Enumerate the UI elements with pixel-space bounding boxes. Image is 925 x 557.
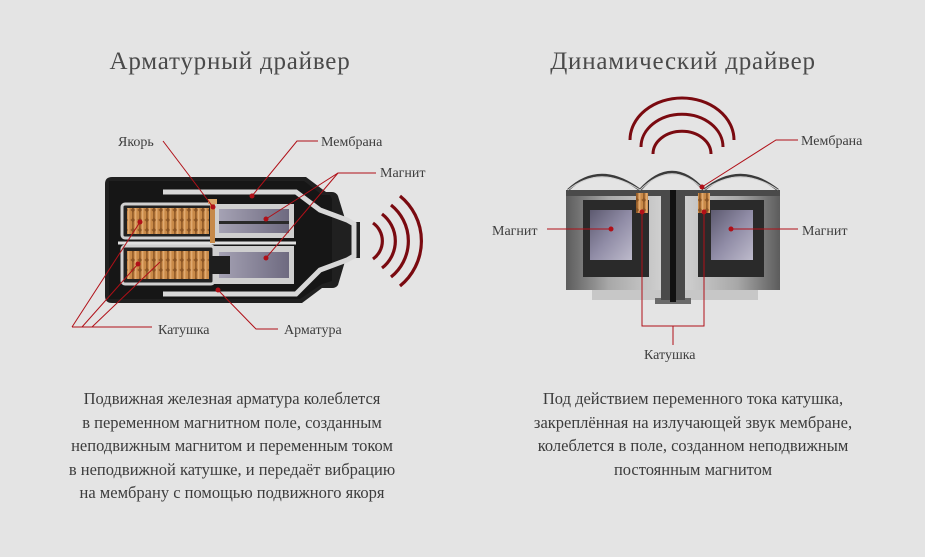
anchor-rod <box>210 201 215 243</box>
label-magnet: Магнит <box>380 166 426 181</box>
leader-membrane <box>251 140 318 197</box>
voice-coil-right <box>698 193 710 213</box>
armature-description-line: в переменном магнитном поле, созданным <box>82 412 382 432</box>
armature-description-line: Подвижная железная арматура колеблется <box>83 389 381 408</box>
leader-anchor <box>162 140 214 208</box>
label-armature: Арматура <box>284 323 342 338</box>
label-dyn-magnet-left: Магнит <box>492 224 538 239</box>
label-dyn-membrane: Мембрана <box>801 134 863 149</box>
armature-description: Подвижная железная арматура колеблется в… <box>22 387 442 505</box>
center-pole <box>670 190 676 302</box>
armature-description-line: неподвижным магнитом и переменным током <box>71 436 393 455</box>
label-coil: Катушка <box>158 323 210 338</box>
magnet-right <box>711 210 753 260</box>
armature-description-line: в неподвижной катушке, и передаёт вибрац… <box>68 459 396 479</box>
dynamic-description-line: колеблется в поле, созданном неподвижным <box>537 436 849 455</box>
dynamic-driver-drawing: Мембрана Магнит Магнит Катушка <box>492 96 863 363</box>
magnet-lower <box>219 252 289 278</box>
dynamic-description-line: закреплённая на излучающей звук мембране… <box>533 412 853 432</box>
leader-armature <box>217 289 278 330</box>
label-anchor: Якорь <box>118 135 154 150</box>
voice-coil-left <box>636 193 648 213</box>
magnet-left <box>590 210 632 260</box>
armature-sound-waves <box>372 194 423 288</box>
membrane-frame <box>163 189 357 297</box>
dynamic-driver-title: Динамический драйвер <box>550 48 816 75</box>
dynamic-membrane <box>567 170 779 192</box>
leader-dyn-membrane <box>701 139 798 188</box>
label-dyn-magnet-right: Магнит <box>802 224 848 239</box>
armature-description-line: на мембрану с помощью подвижного якоря <box>79 483 385 502</box>
dynamic-sound-waves <box>628 96 736 155</box>
dynamic-description-line: постоянным магнитом <box>613 459 773 479</box>
dynamic-description: Под действием переменного тока катушка, … <box>483 387 903 481</box>
coil-lower <box>127 251 209 279</box>
armature-driver-drawing: Якорь Мембрана Магнит Катушка Арматура <box>71 135 426 338</box>
armature-driver-title: Арматурный драйвер <box>109 48 351 75</box>
label-dyn-coil: Катушка <box>644 348 696 363</box>
dynamic-description-line: Под действием переменного тока катушка, <box>542 389 844 408</box>
label-membrane: Мембрана <box>321 135 383 150</box>
